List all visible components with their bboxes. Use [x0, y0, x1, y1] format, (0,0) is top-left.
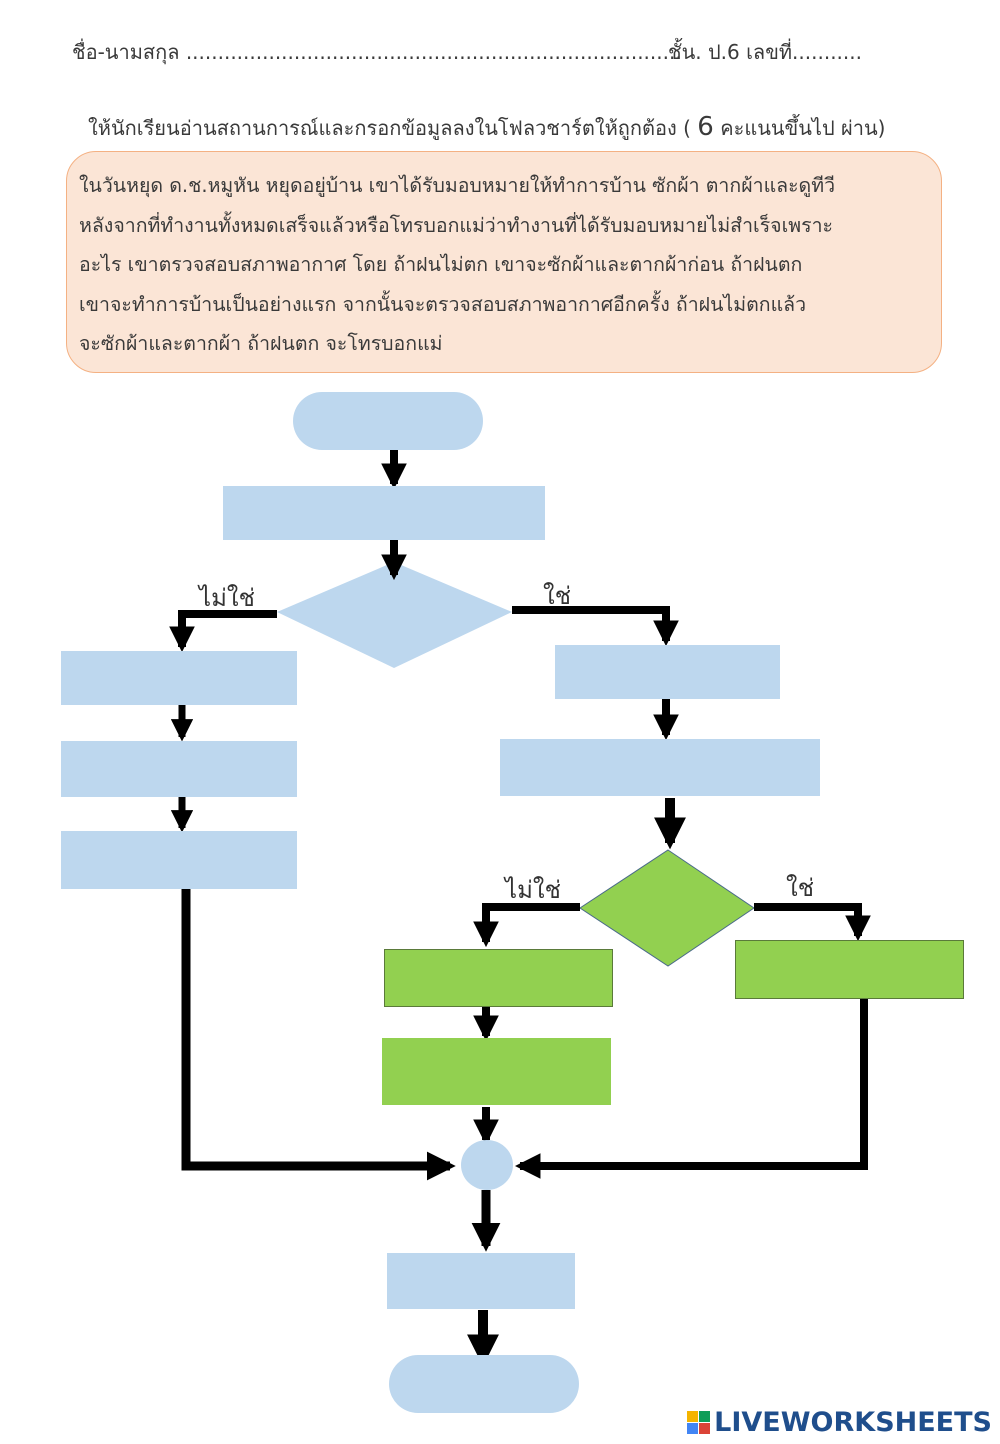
scenario-line: จะซักผ้าและตากผ้า ถ้าฝนตก จะโทรบอกแม่ — [79, 332, 443, 355]
connector-circle — [461, 1140, 513, 1190]
label-no-1: ไม่ใช่ — [199, 584, 255, 612]
scenario-line: อะไร เขาตรวจสอบสภาพอากาศ โดย ถ้าฝนไม่ตก … — [79, 253, 803, 276]
liveworksheets-logo: LIVEWORKSHEETS — [687, 1407, 992, 1438]
scenario-box: ในวันหยุด ด.ช.หมูหัน หยุดอยู่บ้าน เขาได้… — [66, 151, 942, 373]
arrow-right-to-connector — [514, 999, 868, 1179]
instruction-after: คะแนนขึ้นไป ผ่าน) — [713, 116, 886, 140]
logo-grid-icon — [687, 1411, 711, 1434]
decision-diamond-2[interactable] — [579, 849, 755, 967]
label-no-2: ไม่ใช่ — [505, 876, 561, 904]
green-box-no-1[interactable] — [384, 949, 613, 1007]
process-box-right-2[interactable] — [500, 739, 820, 796]
process-box-1[interactable] — [223, 486, 545, 540]
scenario-line: หลังจากที่ทำงานทั้งหมดเสร็จแล้วหรือโทรบอ… — [79, 213, 834, 237]
name-field-label: ชื่อ-นามสกุล ...........................… — [72, 40, 682, 64]
scenario-line: เขาจะทำการบ้านเป็นอย่างแรก จากนั้นจะตรวจ… — [79, 292, 807, 316]
grade-number-label: ชั้น. ป.6 เลขที่........... — [668, 40, 862, 64]
arrow-decision2-yes — [754, 903, 871, 942]
instruction-score: 6 — [697, 112, 714, 142]
decision-diamond-1[interactable] — [277, 562, 512, 668]
process-box-right-1[interactable] — [555, 645, 780, 699]
arrow-left-to-connector — [181, 889, 456, 1181]
process-box-left-3[interactable] — [61, 831, 297, 889]
scenario-line: ในวันหยุด ด.ช.หมูหัน หยุดอยู่บ้าน เขาได้… — [79, 174, 836, 197]
arrow-decision2-no — [473, 903, 580, 948]
brand-text: LIVEWORKSHEETS — [714, 1407, 992, 1438]
label-yes-2: ใช่ — [786, 874, 815, 902]
process-box-final[interactable] — [387, 1253, 575, 1309]
instruction-text: ให้นักเรียนอ่านสถานการณ์และกรอกข้อมูลลงใ… — [88, 112, 885, 144]
process-box-left-2[interactable] — [61, 741, 297, 797]
arrow-decision1-no — [169, 610, 277, 653]
end-terminal[interactable] — [389, 1355, 579, 1413]
green-box-yes[interactable] — [735, 940, 964, 999]
start-terminal[interactable] — [293, 392, 483, 450]
instruction-before: ให้นักเรียนอ่านสถานการณ์และกรอกข้อมูลลงใ… — [88, 116, 698, 140]
arrow-decision1-yes — [512, 606, 679, 647]
green-box-no-2[interactable] — [382, 1038, 611, 1105]
label-yes-1: ใช่ — [543, 582, 572, 610]
process-box-left-1[interactable] — [61, 651, 297, 705]
